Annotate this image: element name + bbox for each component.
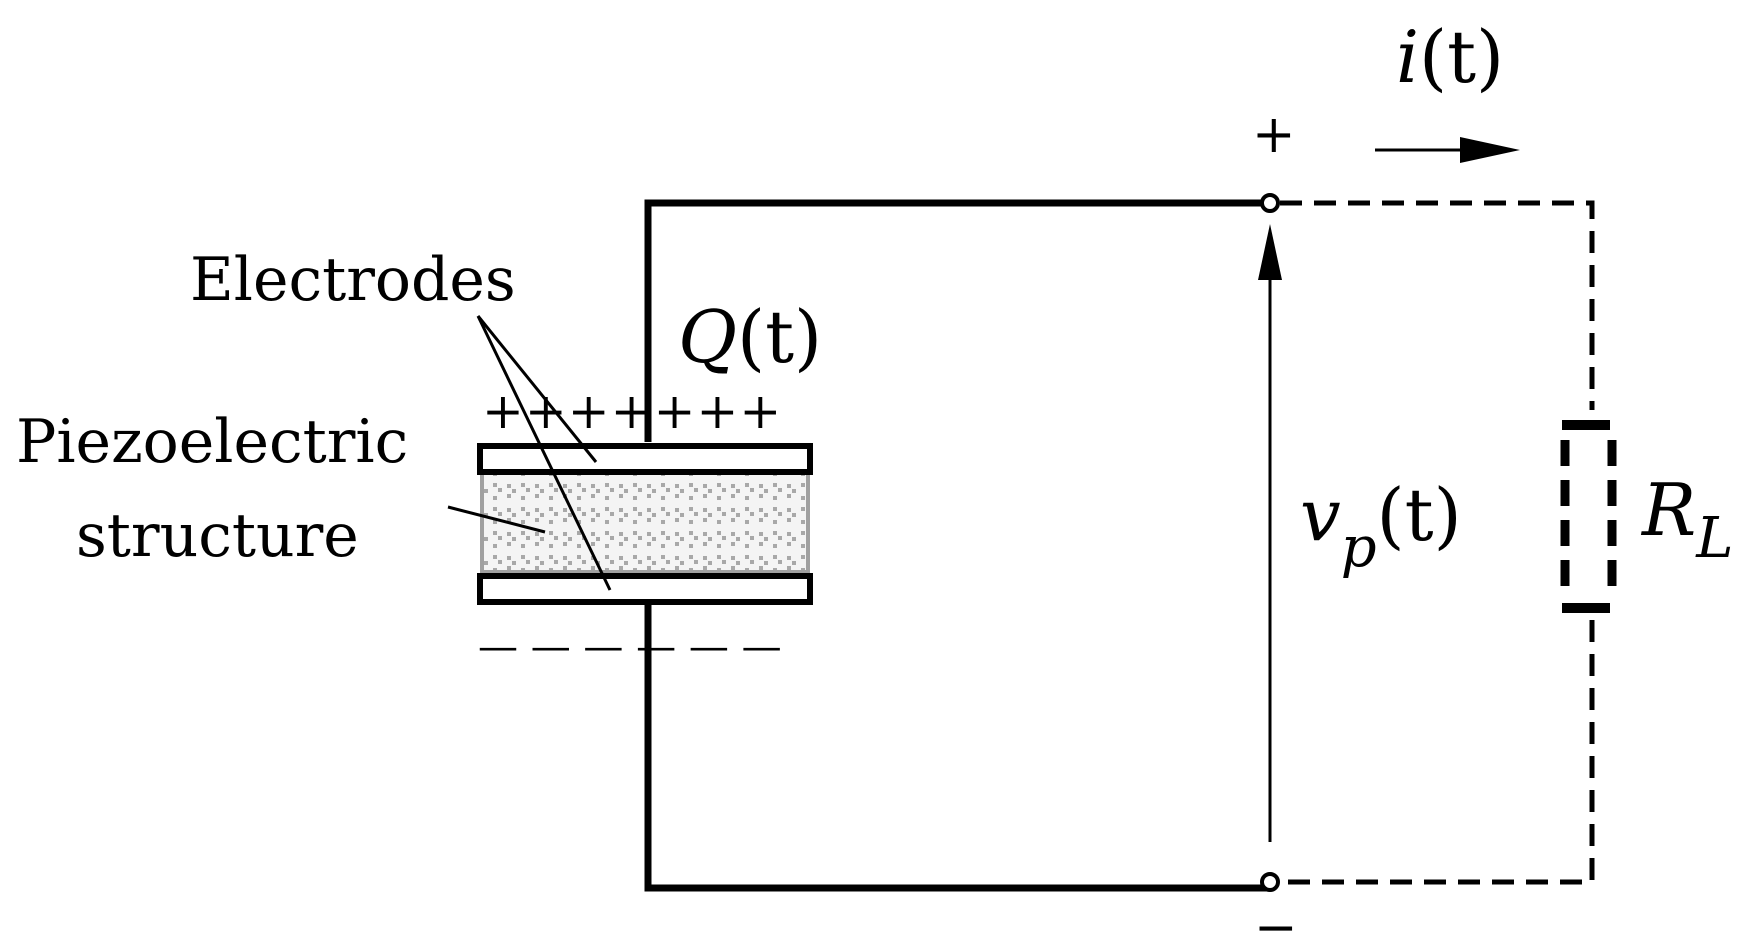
bottom-electrode [477,573,813,605]
top-charge-signs: +++++++ [482,382,782,440]
voltage-label: vp(t) [1300,473,1462,580]
load-wire-bottom [1280,620,1595,885]
voltage-subscript: p [1341,515,1377,580]
piezo-capacitor [477,443,813,605]
voltage-arrowhead [1258,224,1282,280]
voltage-time-arg: (t) [1377,473,1462,557]
piezo-label-line2: structure [76,501,359,571]
current-symbol: i [1396,15,1419,99]
piezo-leader [447,505,546,534]
load-wire-top [1280,200,1595,410]
current-label: i(t) [1396,15,1504,99]
terminal-bottom [1260,872,1280,892]
resistor-subscript: L [1695,506,1733,571]
bottom-wire [644,605,1268,892]
current-arrowhead [1460,137,1520,163]
terminal-plus-label: + [1252,105,1296,165]
bottom-charge-signs: — — — — — — [478,624,782,670]
top-electrode [477,443,813,475]
terminal-minus-label: − [1254,898,1298,950]
charge-time-arg: (t) [737,295,822,379]
charge-symbol: Q [678,295,737,379]
piezo-label-line1: Piezoelectric [16,407,408,477]
top-wire [644,199,1268,442]
resistor-symbol: R [1640,468,1696,552]
voltage-symbol: v [1300,473,1341,557]
electrodes-label: Electrodes [190,245,516,315]
electrodes-leader-top [476,315,598,463]
charge-label: Q(t) [678,295,822,379]
resistor-rl [1560,420,1617,613]
current-time-arg: (t) [1419,15,1504,99]
resistor-label: RL [1640,468,1733,571]
terminal-top [1260,193,1280,213]
electrodes-leader-bottom [476,315,612,591]
